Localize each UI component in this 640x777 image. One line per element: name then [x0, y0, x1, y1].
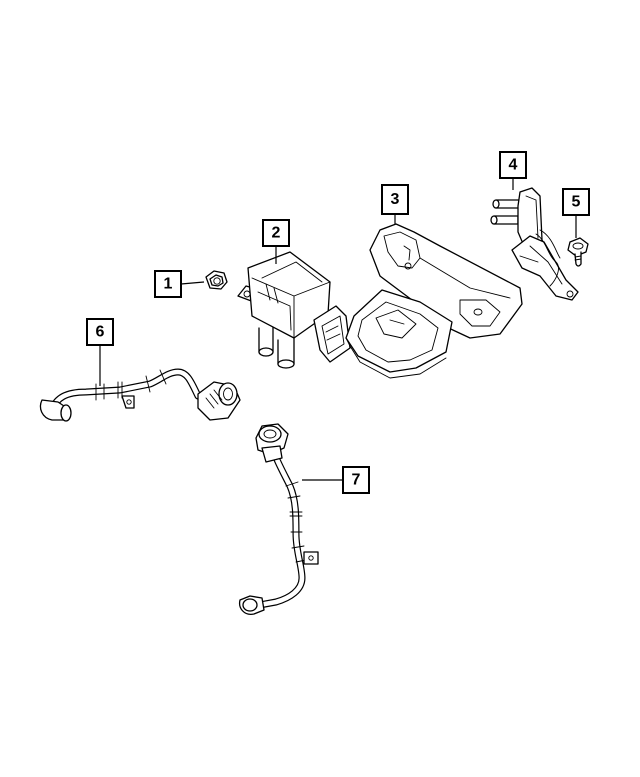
callout-5: 5	[562, 188, 590, 216]
callout-7: 7	[342, 466, 370, 494]
callout-6: 6	[86, 318, 114, 346]
svg-text:7: 7	[352, 472, 361, 489]
leader-lines	[99, 178, 577, 481]
svg-text:2: 2	[272, 225, 281, 242]
hex-nut-icon	[205, 270, 228, 290]
callout-1: 1	[154, 270, 182, 298]
bolt-icon	[567, 237, 589, 267]
stud-bracket-icon	[490, 187, 579, 301]
tube-assembly-icon	[238, 423, 319, 615]
mounting-bracket-icon	[345, 223, 523, 379]
callout-3: 3	[381, 184, 409, 215]
callout-2: 2	[262, 219, 290, 247]
tube-assembly-icon	[39, 368, 241, 422]
pressure-sensor-icon	[237, 251, 351, 369]
svg-text:4: 4	[509, 157, 518, 174]
callout-4: 4	[499, 151, 527, 179]
svg-text:6: 6	[96, 324, 105, 341]
svg-text:5: 5	[572, 194, 581, 211]
svg-text:3: 3	[391, 191, 400, 208]
svg-text:1: 1	[164, 276, 173, 293]
